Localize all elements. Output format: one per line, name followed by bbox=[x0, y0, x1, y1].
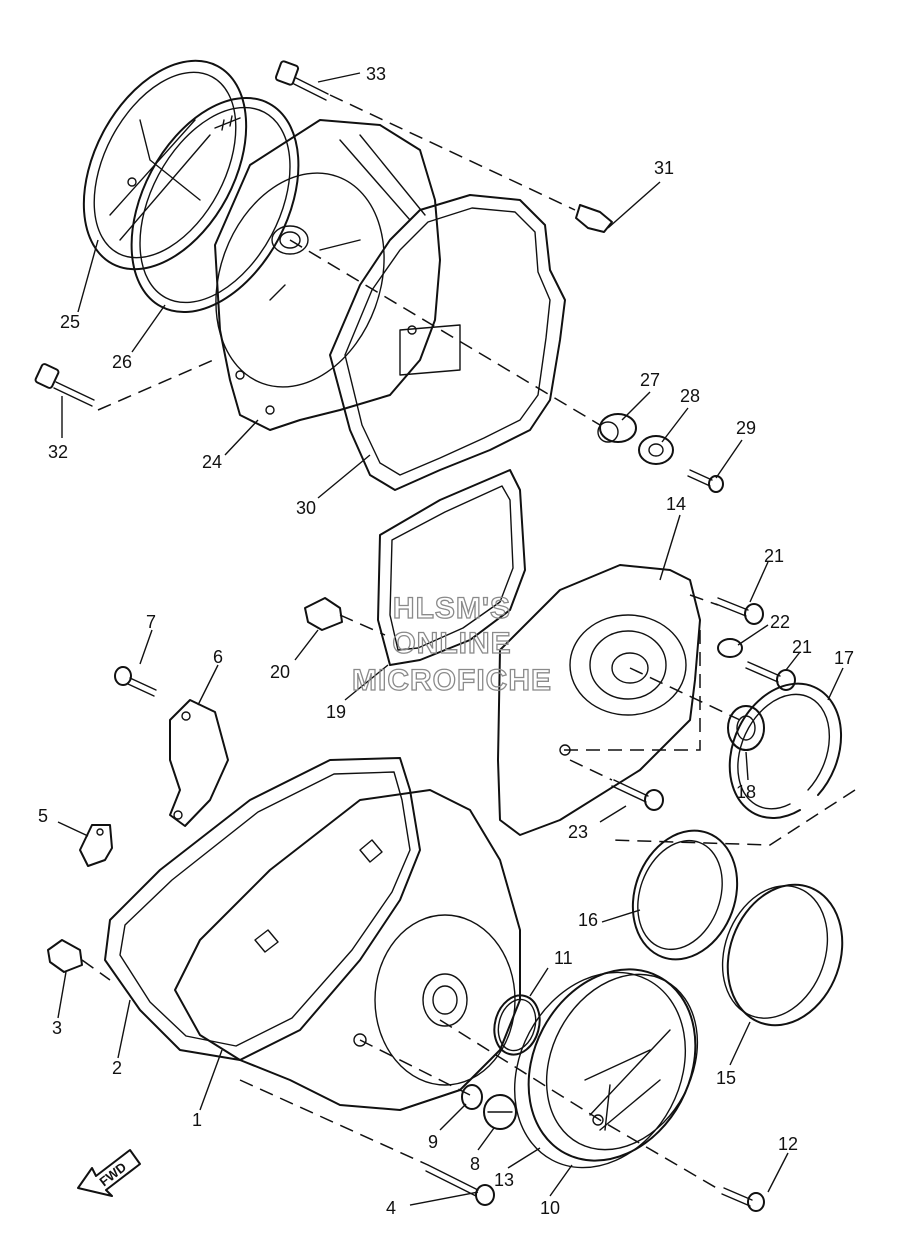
callout-4: 4 bbox=[386, 1198, 396, 1218]
part-32-bolt bbox=[34, 363, 95, 407]
callout-13: 13 bbox=[494, 1170, 514, 1190]
leader-lines bbox=[57, 72, 844, 1206]
callout-25: 25 bbox=[60, 312, 80, 332]
part-10-cover bbox=[527, 968, 699, 1162]
callout-3: 3 bbox=[52, 1018, 62, 1038]
callout-15: 15 bbox=[716, 1068, 736, 1088]
callout-7: 7 bbox=[146, 612, 156, 632]
part-28-washer bbox=[638, 435, 674, 465]
part-4-bolt bbox=[425, 1164, 495, 1206]
callout-8: 8 bbox=[470, 1154, 480, 1174]
callout-9: 9 bbox=[428, 1132, 438, 1152]
part-1-crankcase-cover bbox=[174, 789, 521, 1111]
callout-33: 33 bbox=[366, 64, 386, 84]
part-23-bolt bbox=[611, 779, 664, 811]
part-29-screw bbox=[687, 469, 724, 493]
part-15-cap bbox=[721, 883, 844, 1027]
fwd-arrow: FWD bbox=[77, 1149, 141, 1197]
callout-10: 10 bbox=[540, 1198, 560, 1218]
part-20-cap bbox=[304, 597, 343, 631]
callout-28: 28 bbox=[680, 386, 700, 406]
callout-14: 14 bbox=[666, 494, 686, 514]
callout-numbers: 33 31 25 26 32 24 27 28 29 30 14 21 22 2… bbox=[38, 64, 854, 1218]
part-13-gasket bbox=[513, 971, 687, 1169]
callout-24: 24 bbox=[202, 452, 222, 472]
callout-11: 11 bbox=[554, 948, 573, 968]
callout-27: 27 bbox=[640, 370, 660, 390]
callout-19: 19 bbox=[326, 702, 346, 722]
part-21-bolt-upper bbox=[715, 597, 764, 625]
part-9-o-ring bbox=[461, 1084, 483, 1110]
part-12-bolt bbox=[721, 1187, 765, 1212]
callout-6: 6 bbox=[213, 647, 223, 667]
part-2-gasket bbox=[104, 757, 421, 1061]
callout-21b: 21 bbox=[792, 637, 812, 657]
callout-26: 26 bbox=[112, 352, 132, 372]
part-3-cap bbox=[47, 939, 83, 973]
callout-21a: 21 bbox=[764, 546, 784, 566]
part-33-bolt bbox=[274, 60, 329, 101]
part-26-gasket bbox=[130, 96, 300, 314]
part-27-collar bbox=[597, 413, 637, 443]
assembly-lines bbox=[81, 94, 856, 1191]
part-31-cap bbox=[575, 204, 613, 233]
callout-22: 22 bbox=[770, 612, 790, 632]
part-17-ring bbox=[728, 682, 842, 819]
part-19-gasket bbox=[377, 469, 526, 666]
part-16-ring bbox=[631, 829, 739, 961]
callout-32: 32 bbox=[48, 442, 68, 462]
callout-20: 20 bbox=[270, 662, 290, 682]
watermark-line1: HLSM'S bbox=[393, 592, 511, 625]
part-8-plug bbox=[483, 1094, 517, 1130]
watermark-line2: ONLINE bbox=[392, 627, 511, 660]
part-11-o-ring bbox=[493, 994, 541, 1056]
watermark-line3: MICROFICHE bbox=[352, 664, 552, 697]
callout-18: 18 bbox=[736, 782, 756, 802]
callout-29: 29 bbox=[736, 418, 756, 438]
callout-5: 5 bbox=[38, 806, 48, 826]
callout-12: 12 bbox=[778, 1134, 798, 1154]
part-25-cover bbox=[82, 59, 248, 271]
part-24-housing bbox=[214, 119, 441, 431]
part-14-cover bbox=[497, 564, 701, 836]
callout-30: 30 bbox=[296, 498, 316, 518]
callout-31: 31 bbox=[654, 158, 674, 178]
callout-17: 17 bbox=[834, 648, 854, 668]
callout-1: 1 bbox=[192, 1110, 202, 1130]
callout-16: 16 bbox=[578, 910, 598, 930]
part-21-bolt-lower bbox=[745, 661, 796, 691]
part-6-bracket bbox=[169, 699, 229, 827]
callout-23: 23 bbox=[568, 822, 588, 842]
part-5-clamp bbox=[79, 824, 113, 867]
part-30-gasket bbox=[329, 194, 566, 491]
part-7-bolt bbox=[114, 666, 157, 697]
part-22-o-ring bbox=[717, 638, 743, 658]
watermark: HLSM'S ONLINE MICROFICHE bbox=[351, 591, 552, 697]
callout-2: 2 bbox=[112, 1058, 122, 1078]
